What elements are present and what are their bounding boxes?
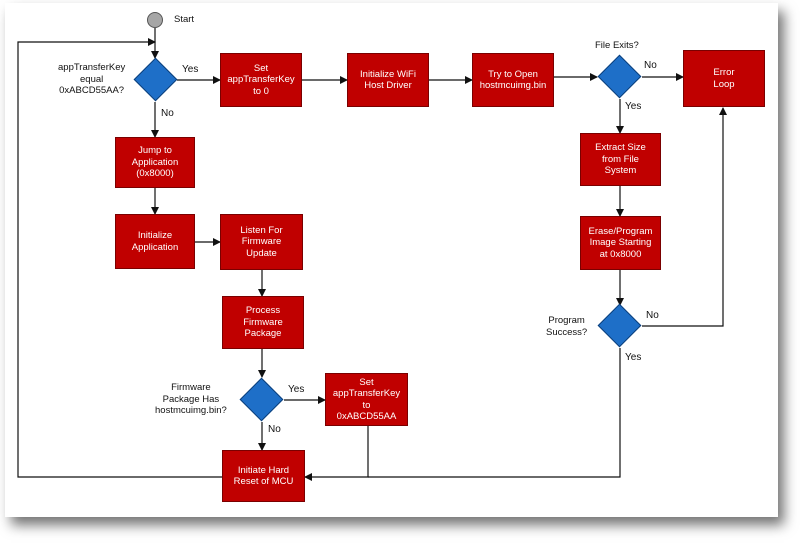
error-loop-box: Error Loop	[683, 50, 765, 107]
arrow-success-no-to-error	[642, 107, 727, 327]
decision-key-check-label: appTransferKey equal 0xABCD55AA?	[58, 62, 126, 96]
process-pkg-box: Process Firmware Package	[222, 296, 304, 349]
key-check-no-label: No	[161, 108, 174, 119]
erase-program-box: Erase/Program Image Starting at 0x8000	[580, 216, 661, 270]
arrow-set-magic-to-reset	[304, 426, 369, 481]
try-open-box: Try to Open hostmcuimg.bin	[472, 53, 554, 107]
key-check-yes-label: Yes	[182, 64, 199, 75]
init-app-box: Initialize Application	[115, 214, 195, 269]
decision-firmware-has-file-label: Firmware Package Has hostmcuimg.bin?	[155, 382, 227, 416]
program-success-no-label: No	[646, 310, 659, 321]
program-success-yes-label: Yes	[625, 352, 642, 363]
hard-reset-box: Initiate Hard Reset of MCU	[222, 450, 305, 502]
file-exists-yes-label: Yes	[625, 101, 642, 112]
firmware-check-no-label: No	[268, 424, 281, 435]
arrow-success-yes-to-reset	[368, 348, 621, 478]
set-key-magic-box: Set appTransferKey to 0xABCD55AA	[325, 373, 408, 426]
jump-app-box: Jump to Application (0x8000)	[115, 137, 195, 188]
firmware-check-yes-label: Yes	[288, 384, 305, 395]
init-wifi-box: Initialize WiFi Host Driver	[347, 53, 429, 107]
extract-size-box: Extract Size from File System	[580, 133, 661, 186]
arrow-reset-loop-to-start	[17, 38, 222, 478]
decision-file-exists-label: File Exits?	[595, 40, 639, 51]
decision-program-success-label: Program Success?	[546, 315, 588, 338]
file-exists-no-label: No	[644, 60, 657, 71]
listen-update-box: Listen For Firmware Update	[220, 214, 303, 270]
start-label: Start	[174, 14, 195, 25]
start-node	[147, 12, 163, 28]
set-key-zero-box: Set appTransferKey to 0	[220, 53, 302, 107]
